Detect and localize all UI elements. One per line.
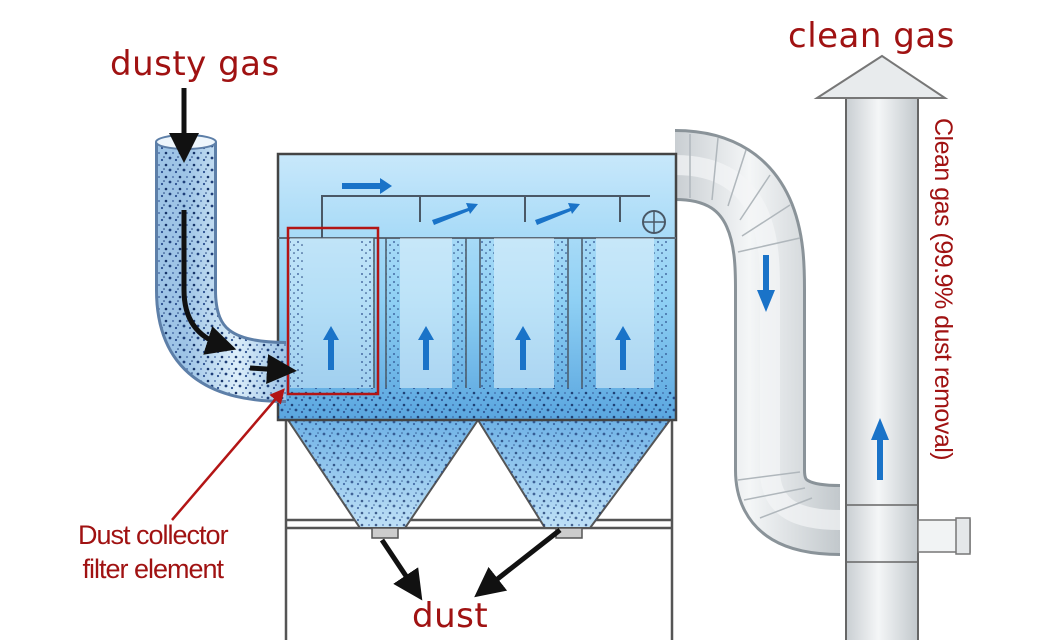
filter-element-label-line1: Dust collector xyxy=(78,520,229,550)
filter-pointer-arrow xyxy=(171,388,285,521)
dusty-gas-label: dusty gas xyxy=(110,44,280,84)
upflow-arrows xyxy=(323,326,631,370)
clean-gas-removal-label: Clean gas (99.9% dust removal) xyxy=(929,118,957,461)
clean-gas-label: clean gas xyxy=(788,16,955,56)
inlet-duct xyxy=(155,88,297,403)
filter-chamber xyxy=(276,152,678,422)
outlet-duct xyxy=(673,129,841,556)
filter-element-label-line2: filter element xyxy=(82,554,224,584)
downflow-arrows xyxy=(757,255,889,480)
filter-element-highlight xyxy=(286,226,380,396)
dust-label: dust xyxy=(412,596,489,636)
support-frame xyxy=(284,420,674,640)
dust-hoppers xyxy=(286,419,672,539)
filter-element-label: Dust collector filter element xyxy=(78,518,229,586)
dust-discharge-arrows xyxy=(379,528,562,601)
exhaust-stack xyxy=(813,54,971,640)
